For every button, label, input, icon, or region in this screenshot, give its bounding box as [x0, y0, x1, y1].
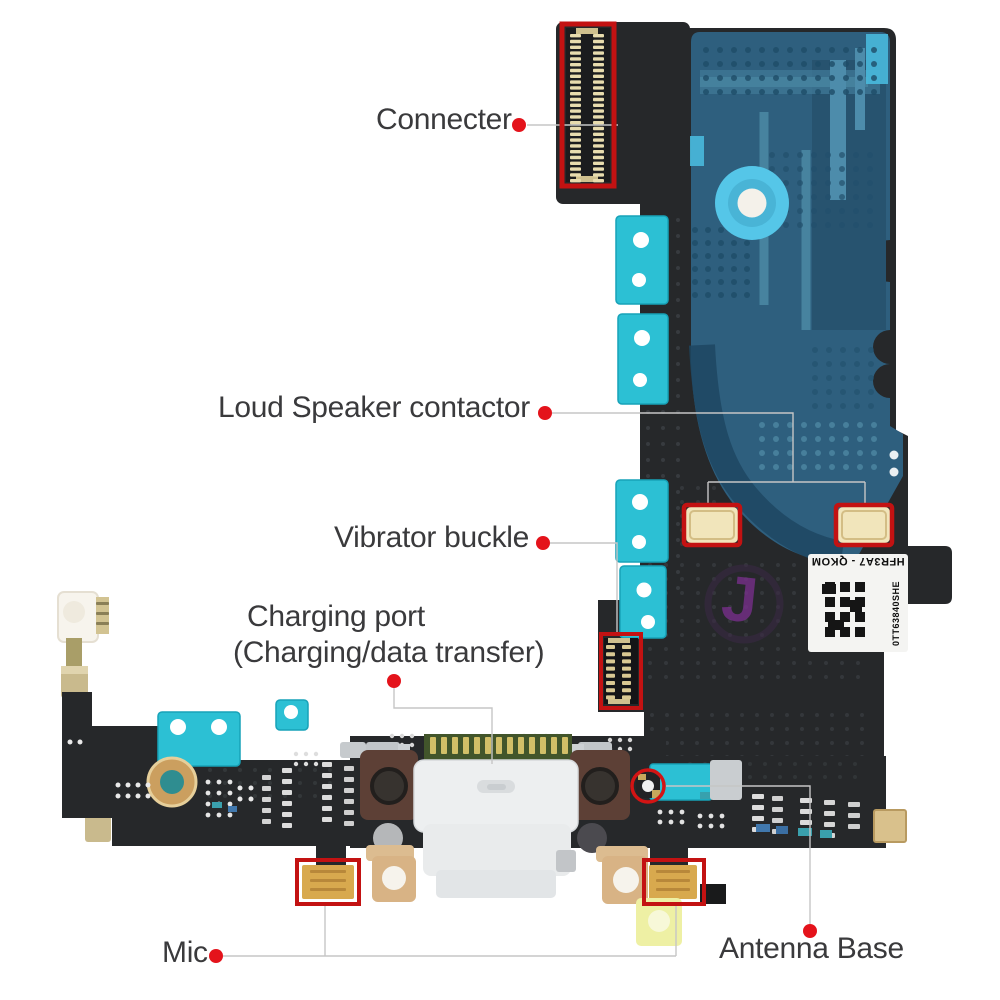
loudspeaker-contacts	[686, 507, 890, 543]
yellow-tab	[636, 898, 682, 946]
callout-leader-lines	[223, 124, 866, 957]
screw-hole	[715, 166, 789, 240]
antenna-base-connector	[636, 772, 660, 798]
j-marking-circle	[704, 564, 784, 644]
antenna-base-red-circle	[630, 768, 666, 804]
sticker-text-group: HFR3A7 - QKOM 0TT63840SHE	[808, 554, 908, 652]
label-loud-speaker-contactor: Loud Speaker contactor	[218, 391, 530, 424]
microphone-left	[302, 865, 354, 899]
label-vibrator-buckle: Vibrator buckle	[334, 521, 530, 554]
label-charging-port: Charging port	[247, 600, 425, 633]
charging-port	[340, 734, 648, 904]
microphone-right	[649, 865, 726, 904]
screw-grommet	[146, 756, 198, 808]
adhesive-tabs-upper	[615, 215, 669, 639]
metal-shield-piece	[710, 760, 742, 800]
blue-circuit-board	[689, 32, 903, 567]
vibrator-connector	[604, 638, 638, 704]
barcode-sticker	[808, 554, 908, 652]
label-charging-port-sub: (Charging/data transfer)	[233, 636, 545, 669]
label-mic: Mic	[162, 936, 208, 969]
callout-dots	[209, 118, 817, 963]
wifi-antenna-piece	[57, 591, 111, 842]
sticker-part-number: HFR3A7 - QKOM	[811, 555, 905, 567]
lower-assembly	[57, 591, 907, 946]
antenna-contact-pad	[873, 809, 907, 843]
board-connector	[566, 28, 610, 183]
label-connecter: Connecter	[376, 103, 512, 136]
smd-components	[212, 762, 860, 838]
sticker-serial: 0TT63840SHE	[891, 580, 901, 646]
upper-flex-cable	[556, 22, 952, 806]
callout-red-boxes	[295, 21, 895, 906]
label-antenna-base: Antenna Base	[719, 932, 904, 965]
